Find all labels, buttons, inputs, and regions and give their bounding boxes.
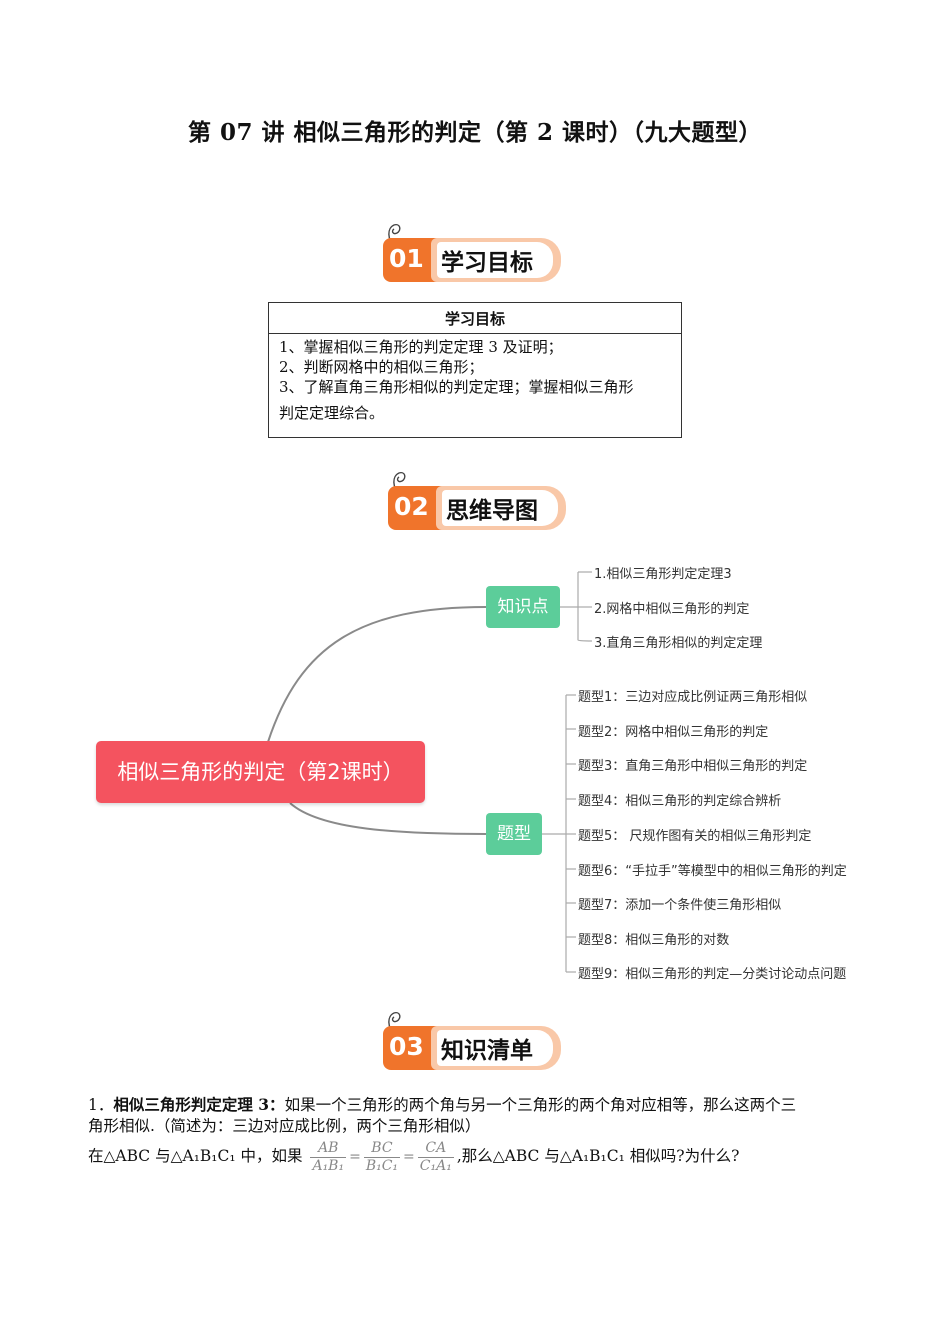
objective-line: 2、判断网格中的相似三角形； [279,358,484,376]
mind-map-leaf: 题型6：“手拉手”等模型中的相似三角形的判定 [578,864,847,879]
mind-map-leaf: 题型9：相似三角形的判定—分类讨论动点问题 [578,967,847,982]
question-prefix: 在△ABC 与△A₁B₁C₁ 中，如果 [88,1147,303,1165]
mind-map-leaf: 题型3：直角三角形中相似三角形的判定 [578,759,808,774]
mind-map-leaf: 题型8：相似三角形的对数 [578,933,730,948]
objective-line: 3、了解直角三角形相似的判定定理；掌握相似三角形 [279,378,634,396]
mind-map-leaf: 题型5： 尺规作图有关的相似三角形判定 [578,829,812,844]
objectives-body: 1、掌握相似三角形的判定定理 3 及证明； 2、判断网格中的相似三角形； 3、了… [268,333,682,438]
theorem-title: 相似三角形判定定理 3： [113,1095,285,1114]
mind-map-leaf: 题型7：添加一个条件使三角形相似 [578,898,782,913]
question-suffix: ,那么△ABC 与△A₁B₁C₁ 相似吗?为什么? [456,1147,740,1165]
page-title: 第 07 讲 相似三角形的判定（第 2 课时）（九大题型） [187,119,763,146]
objective-line: 1、掌握相似三角形的判定定理 3 及证明； [279,338,563,356]
mind-map-leaf: 题型1：三边对应成比例证两三角形相似 [578,690,808,705]
section-badge-objectives: 01 学习目标 [383,222,573,282]
paperclip-icon [393,471,406,495]
objectives-table: 学习目标 1、掌握相似三角形的判定定理 3 及证明； 2、判断网格中的相似三角形… [268,302,682,438]
mind-map: 相似三角形的判定（第2课时） 知识点 题型 1.相似三角形判定定理3 2.网格中… [0,545,950,995]
section-label: 知识清单 [441,1038,533,1064]
mind-map-leaf: 题型4：相似三角形的判定综合辨析 [578,794,782,809]
section-number: 02 [394,492,429,521]
mind-map-knowledge-node: 知识点 [486,586,560,628]
theorem-text: 如果一个三角形的两个角与另一个三角形的两个角对应相等，那么这两个三 [284,1096,797,1114]
knowledge-theorem: 1．相似三角形判定定理 3：如果一个三角形的两个角与另一个三角形的两个角对应相等… [88,1094,868,1137]
mind-map-leaf: 3.直角三角形相似的判定定理 [594,636,763,651]
theorem-text-cont: 角形相似.（简述为：三边对应成比例，两个三角形相似） [88,1117,481,1135]
mind-map-leaf: 2.网格中相似三角形的判定 [594,602,750,617]
section-badge-mindmap: 02 思维导图 [388,470,578,530]
mind-map-leaf: 1.相似三角形判定定理3 [594,567,732,582]
equals-sign: = [349,1149,361,1165]
section-badge-knowledge: 03 知识清单 [383,1010,573,1070]
paperclip-icon [388,1011,401,1035]
section-number: 01 [389,244,424,273]
objectives-header: 学习目标 [268,302,682,334]
objective-line: 判定定理综合。 [279,404,385,422]
mind-map-leaf: 题型2：网格中相似三角形的判定 [578,725,769,740]
theorem-number: 1． [88,1096,114,1114]
paperclip-icon [388,223,401,247]
section-number: 03 [389,1032,424,1061]
equals-sign: = [403,1149,415,1165]
section-label: 思维导图 [446,498,538,524]
mind-map-types-node: 题型 [486,813,542,855]
section-label: 学习目标 [441,250,533,276]
mind-map-root: 相似三角形的判定（第2课时） [96,741,425,803]
mind-map-connectors [267,571,593,973]
